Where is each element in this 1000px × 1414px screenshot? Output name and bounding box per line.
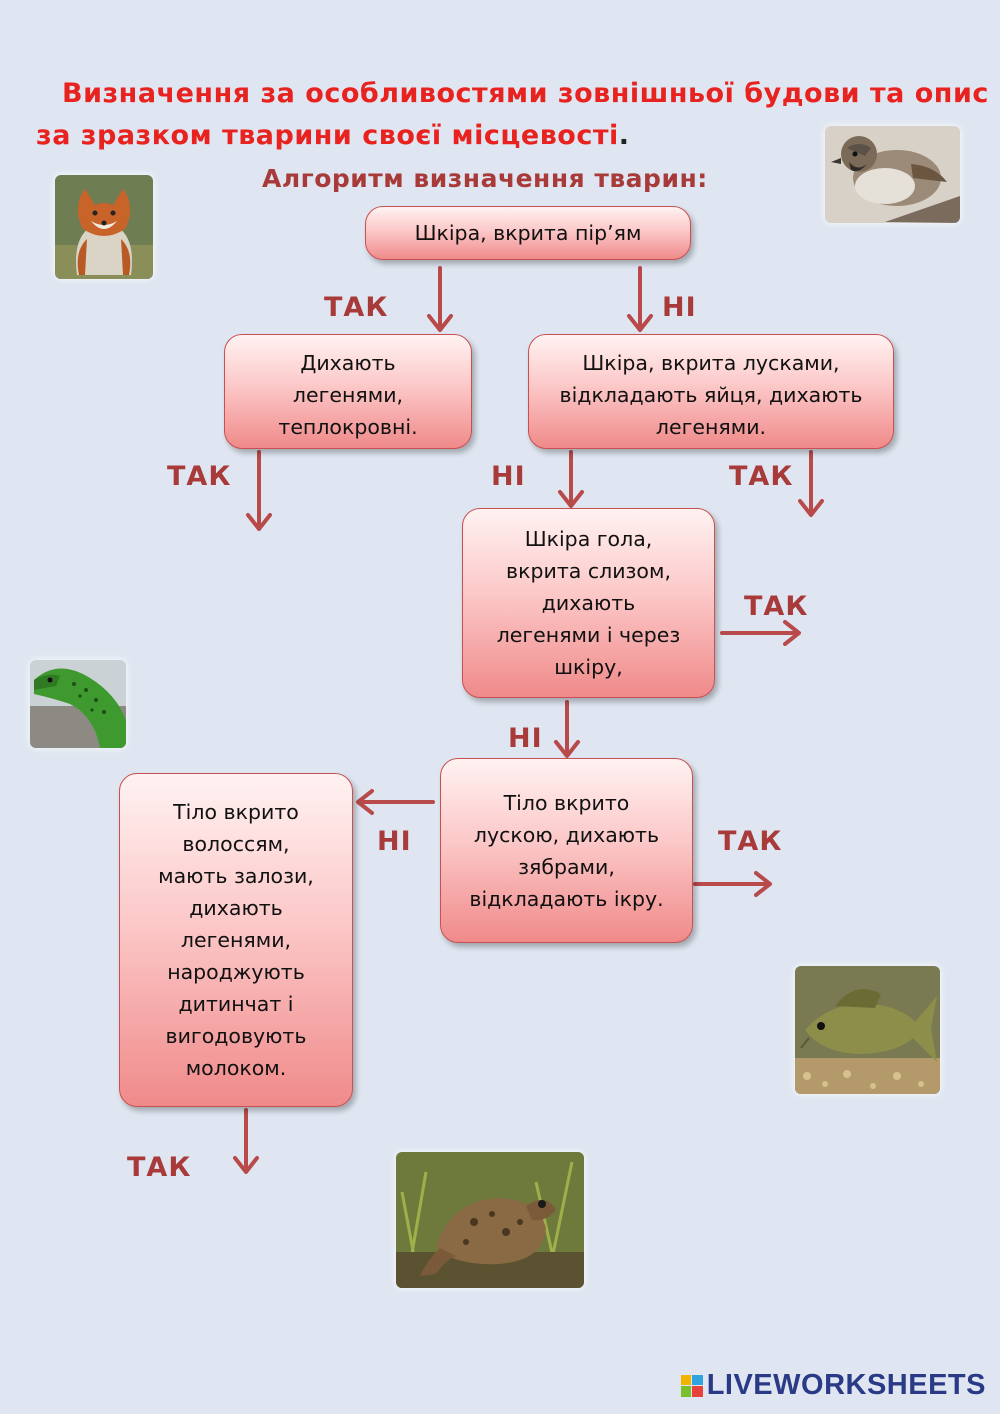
label-yes-mammals: ТАК	[127, 1152, 191, 1183]
fish-image	[795, 966, 940, 1094]
label-no-feathers: НІ	[662, 292, 697, 323]
arrow-naked-no	[556, 702, 578, 756]
label-no-scales: НІ	[491, 461, 526, 492]
label-no-naked: НІ	[508, 723, 543, 754]
node-scales-eggs: Шкіра, вкрита лусками, відкладають яйця,…	[528, 334, 894, 449]
arrow-lungs-yes	[248, 452, 270, 529]
liveworksheets-logo: LIVEWORKSHEETS	[681, 1369, 986, 1402]
arrow-fish-no	[358, 791, 433, 813]
brand-text: LIVEWORKSHEETS	[707, 1369, 986, 1402]
node-feathers-text: Шкіра, вкрита пір’ям	[415, 217, 642, 249]
lizard-image	[30, 660, 126, 748]
node-fish: Тіло вкрито лускою, дихають зябрами, від…	[440, 758, 693, 943]
arrow-naked-yes	[722, 622, 799, 644]
label-yes-naked: ТАК	[744, 591, 808, 622]
label-yes-lungs: ТАК	[167, 461, 231, 492]
arrow-feathers-yes	[429, 268, 451, 330]
label-no-fish: НІ	[377, 826, 412, 857]
label-yes-fish: ТАК	[718, 826, 782, 857]
label-yes-feathers: ТАК	[324, 292, 388, 323]
node-feathers: Шкіра, вкрита пір’ям	[365, 206, 691, 260]
node-naked-skin-text: Шкіра гола, вкрита слизом, дихають леген…	[497, 523, 681, 683]
node-mammals-text: Тіло вкрито волоссям, мають залози, диха…	[158, 796, 314, 1084]
node-lungs-warm: Дихають легенями, теплокровні.	[224, 334, 472, 449]
fox-image	[55, 175, 153, 279]
node-scales-eggs-text: Шкіра, вкрита лусками, відкладають яйця,…	[560, 347, 863, 443]
node-naked-skin: Шкіра гола, вкрита слизом, дихають леген…	[462, 508, 715, 698]
node-lungs-warm-text: Дихають легенями, теплокровні.	[278, 347, 417, 443]
arrow-feathers-no	[629, 268, 651, 330]
sparrow-image	[825, 126, 960, 223]
arrow-scales-no	[560, 452, 582, 506]
frog-image	[396, 1152, 584, 1288]
arrow-mammals-yes	[235, 1110, 257, 1172]
node-fish-text: Тіло вкрито лускою, дихають зябрами, від…	[469, 787, 663, 915]
arrow-scales-yes	[800, 452, 822, 515]
label-yes-scales: ТАК	[729, 461, 793, 492]
liveworksheets-icon	[681, 1375, 703, 1397]
arrow-fish-yes	[695, 873, 770, 895]
node-mammals: Тіло вкрито волоссям, мають залози, диха…	[119, 773, 353, 1107]
